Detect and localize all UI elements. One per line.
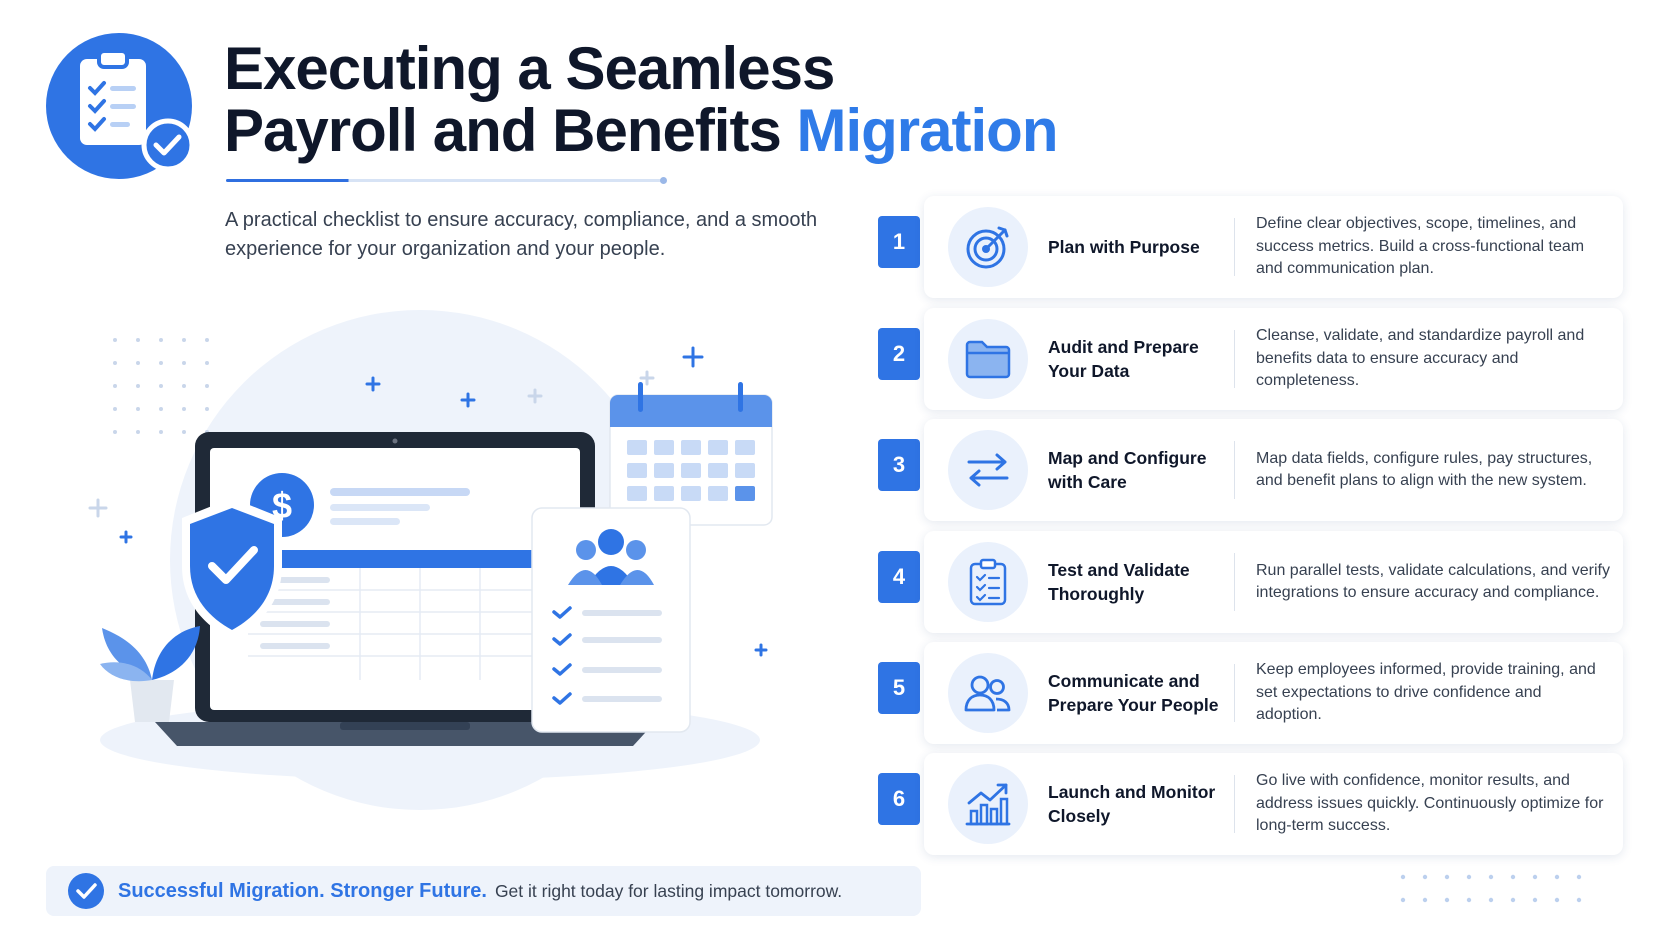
title-line-1: Executing a Seamless [224, 35, 835, 102]
step-title: Map and Configure with Care [1048, 448, 1207, 492]
people-icon [948, 653, 1028, 733]
footer-text: Get it right today for lasting impact to… [494, 880, 843, 901]
step-number: 4 [878, 551, 920, 603]
step-description: Keep employees informed, provide trainin… [1256, 661, 1596, 724]
step-4: 4 Test and Validate Thoroughly Run paral… [878, 531, 1623, 635]
migration-illustration: $ [88, 310, 773, 810]
step-number: 3 [878, 439, 920, 491]
title-accent: Migration [796, 97, 1059, 164]
step-title: Communicate and Prepare Your People [1048, 671, 1219, 715]
step-title: Audit and Prepare Your Data [1048, 337, 1199, 381]
step-description: Go live with confidence, monitor results… [1256, 772, 1604, 835]
growth-chart-icon [948, 764, 1028, 844]
step-divider [1234, 441, 1235, 499]
check-circle-icon [68, 873, 104, 909]
title-underline [226, 177, 667, 184]
step-card: Map and Configure with Care Map data fie… [924, 419, 1623, 521]
step-description: Map data fields, configure rules, pay st… [1256, 449, 1593, 490]
step-5: 5 Communicate and Prepare Your People Ke… [878, 642, 1623, 746]
subtitle: A practical checklist to ensure accuracy… [225, 209, 818, 260]
step-title: Plan with Purpose [1048, 237, 1200, 257]
folder-icon [948, 319, 1028, 399]
step-card: Plan with Purpose Define clear objective… [924, 196, 1623, 298]
step-card: Launch and Monitor Closely Go live with … [924, 753, 1623, 855]
decorative-dot-grid [1400, 874, 1582, 903]
step-1: 1 Plan with Purpose Define clear objecti… [878, 196, 1623, 300]
clipboard-check-icon [46, 33, 195, 179]
footer-headline: Successful Migration. Stronger Future. [118, 879, 487, 902]
currency-symbol: $ [272, 485, 292, 526]
step-divider [1234, 664, 1235, 722]
step-description: Cleanse, validate, and standardize payro… [1256, 327, 1585, 390]
shield-check-icon [182, 498, 282, 640]
step-card: Test and Validate Thoroughly Run paralle… [924, 531, 1623, 633]
calendar-icon [609, 382, 773, 526]
step-divider [1234, 553, 1235, 611]
plant-icon [100, 626, 200, 722]
step-number: 5 [878, 662, 920, 714]
step-description: Define clear objectives, scope, timeline… [1256, 215, 1585, 278]
title-line-2: Payroll and Benefits Migration [224, 97, 1059, 164]
step-number: 2 [878, 328, 920, 380]
step-2: 2 Audit and Prepare Your Data Cleanse, v… [878, 308, 1623, 412]
step-divider [1234, 218, 1235, 276]
step-6: 6 Launch and Monitor Closely Go live wit… [878, 753, 1623, 857]
title-line-2-prefix: Payroll and Benefits [224, 97, 782, 164]
step-3: 3 Map and Configure with Care Map data f… [878, 419, 1623, 523]
page-title: Executing a Seamless Payroll and Benefit… [224, 35, 1059, 164]
step-description: Run parallel tests, validate calculation… [1256, 561, 1610, 602]
target-icon [948, 207, 1028, 287]
step-divider [1234, 775, 1235, 833]
step-number: 1 [878, 216, 920, 268]
checklist-icon [948, 542, 1028, 622]
step-divider [1234, 330, 1235, 388]
step-number: 6 [878, 773, 920, 825]
footer-banner: Successful Migration. Stronger Future. G… [46, 866, 921, 916]
step-card: Audit and Prepare Your Data Cleanse, val… [924, 308, 1623, 410]
step-title: Test and Validate Thoroughly [1048, 560, 1190, 604]
swap-arrows-icon [948, 430, 1028, 510]
team-icon [531, 507, 691, 733]
step-title: Launch and Monitor Closely [1048, 782, 1216, 826]
step-card: Communicate and Prepare Your People Keep… [924, 642, 1623, 744]
